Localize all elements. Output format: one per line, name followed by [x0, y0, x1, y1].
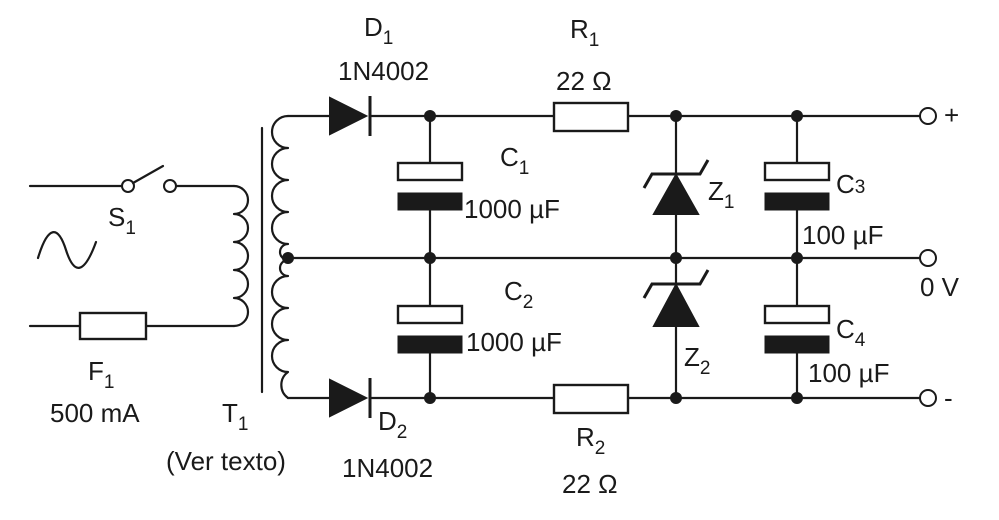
- transformer-note: (Ver texto): [166, 446, 286, 476]
- terminal-negative: [919, 389, 937, 407]
- zener-z2: [642, 256, 710, 400]
- zener-z2-label: Z2: [684, 342, 710, 379]
- fuse-body: [78, 311, 148, 341]
- capacitor-c2: [396, 256, 464, 400]
- zener-z1: [642, 114, 710, 260]
- transformer-label: T1: [222, 398, 248, 435]
- switch-contact-left: [121, 179, 135, 193]
- resistor-r2-label: R2: [576, 422, 605, 459]
- diode-d1-label: D1: [364, 12, 393, 49]
- capacitor-c4: [763, 256, 831, 400]
- diode-d1: [329, 96, 372, 136]
- switch-label: S1: [108, 202, 136, 239]
- fuse-value: 500 mA: [50, 398, 140, 428]
- switch-contact-right: [163, 179, 177, 193]
- capacitor-c3: [763, 114, 831, 260]
- diode-d1-part: 1N4002: [338, 56, 429, 86]
- capacitor-c3-label: C3: [836, 169, 865, 199]
- switch-lever: [131, 164, 165, 185]
- terminal-positive: [919, 107, 937, 125]
- capacitor-c1: [396, 114, 464, 260]
- capacitor-c1-value: 1000 µF: [464, 194, 560, 224]
- sine-wave-icon: [36, 231, 98, 269]
- diode-d2: [329, 378, 372, 418]
- switch-s1: [121, 164, 177, 193]
- resistor-r1-value: 22 Ω: [556, 66, 612, 96]
- capacitor-c4-value: 100 µF: [808, 358, 889, 388]
- zener-z1-label: Z1: [708, 176, 734, 213]
- output-positive-label: +: [944, 100, 959, 130]
- resistor-r1-label: R1: [570, 14, 599, 51]
- terminal-ground: [919, 249, 937, 267]
- fuse-f1: [78, 311, 148, 341]
- ac-source: [36, 231, 98, 269]
- output-ground-label: 0 V: [920, 272, 960, 302]
- primary-wiring: [28, 184, 236, 328]
- capacitor-c2-label: C2: [504, 276, 533, 313]
- rails: [286, 114, 922, 400]
- junction-dots: [424, 110, 803, 404]
- output-negative-label: -: [944, 383, 953, 413]
- resistor-r2-value: 22 Ω: [562, 469, 618, 499]
- transformer-t1: [232, 114, 294, 400]
- diode-d2-part: 1N4002: [342, 453, 433, 483]
- capacitor-c1-label: C1: [500, 142, 529, 179]
- resistor-r1: [552, 101, 630, 133]
- resistor-r2: [552, 383, 630, 415]
- diode-d2-label: D2: [378, 406, 407, 443]
- capacitor-c3-value: 100 µF: [802, 220, 883, 250]
- fuse-label: F1: [88, 356, 114, 393]
- capacitor-c4-label: C4: [836, 314, 866, 351]
- primary-coil: [232, 184, 250, 328]
- capacitor-c2-value: 1000 µF: [466, 327, 562, 357]
